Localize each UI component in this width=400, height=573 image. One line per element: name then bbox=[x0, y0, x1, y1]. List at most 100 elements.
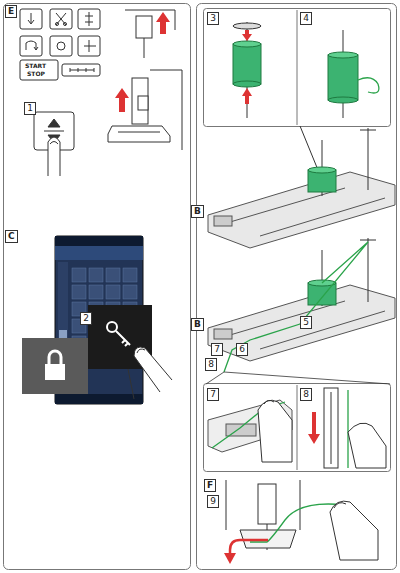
callout-number: 4 bbox=[300, 12, 312, 25]
control-buttons bbox=[78, 36, 100, 56]
screen-tiles bbox=[106, 285, 120, 299]
panel-frame bbox=[4, 4, 397, 570]
panel-letter: F bbox=[204, 479, 216, 492]
down-arrow bbox=[242, 30, 252, 41]
lock-icon bbox=[22, 338, 88, 394]
callout-number: 6 bbox=[236, 343, 248, 356]
needle-up-down-button bbox=[44, 131, 64, 132]
hook-arrow bbox=[230, 540, 268, 556]
presser-foot bbox=[132, 78, 148, 124]
callout-number: 1 bbox=[24, 102, 36, 115]
hand bbox=[264, 400, 274, 404]
button-icons bbox=[57, 42, 65, 50]
control-buttons bbox=[20, 9, 42, 29]
thread bbox=[224, 242, 368, 372]
up-arrow bbox=[115, 12, 170, 112]
thread-spool bbox=[308, 167, 336, 192]
spool-pin bbox=[360, 240, 376, 241]
down-arrow bbox=[308, 412, 320, 444]
down-arrow bbox=[242, 88, 252, 104]
panel-letter: B bbox=[191, 205, 204, 218]
presser-foot bbox=[108, 126, 170, 142]
thread-spool bbox=[328, 55, 358, 100]
hook-arrow-head bbox=[224, 553, 236, 564]
presser-foot bbox=[138, 96, 148, 110]
thread-spool bbox=[328, 52, 358, 58]
callout-number: 8 bbox=[205, 358, 217, 371]
down-arrow bbox=[242, 30, 252, 104]
thread-spool bbox=[233, 41, 261, 47]
key-button bbox=[107, 322, 117, 332]
machine-top bbox=[230, 188, 385, 236]
finger bbox=[48, 137, 60, 176]
hand bbox=[330, 501, 378, 560]
callout-number: 2 bbox=[80, 312, 92, 325]
sub-panel-frame bbox=[297, 385, 298, 470]
screen-tiles bbox=[123, 268, 137, 282]
lock-icon bbox=[45, 364, 65, 380]
down-arrow bbox=[308, 412, 320, 444]
callout-number: 8 bbox=[300, 388, 312, 401]
leader-line bbox=[300, 126, 318, 170]
needle-bar bbox=[136, 16, 152, 38]
button-icons bbox=[56, 13, 66, 25]
spool-pin bbox=[368, 238, 369, 302]
panel-letter: C bbox=[5, 230, 18, 243]
machine-top bbox=[208, 285, 395, 361]
leader-line bbox=[206, 372, 390, 384]
presser-foot bbox=[108, 70, 182, 150]
panel-frame bbox=[4, 4, 191, 570]
control-buttons bbox=[78, 9, 100, 29]
button-icons bbox=[64, 23, 67, 26]
hand bbox=[330, 501, 378, 560]
thread-spool bbox=[328, 97, 358, 103]
button-label: STOP bbox=[27, 71, 45, 77]
control-buttons bbox=[20, 60, 58, 80]
finger bbox=[134, 347, 172, 392]
hand bbox=[258, 400, 386, 468]
machine-top bbox=[208, 172, 395, 248]
needle-up-down-button bbox=[48, 119, 60, 127]
machine-top bbox=[214, 216, 232, 226]
spool-pin bbox=[233, 22, 343, 118]
screen-tiles bbox=[89, 285, 103, 299]
up-arrow bbox=[115, 88, 129, 112]
touch-screen bbox=[55, 246, 143, 260]
sub-panel-frame bbox=[297, 10, 298, 125]
finger bbox=[48, 137, 60, 176]
button-icons bbox=[70, 68, 94, 72]
button-icons bbox=[56, 23, 59, 26]
button-icons bbox=[85, 12, 93, 26]
lock-icon bbox=[22, 338, 88, 394]
leader-line bbox=[206, 372, 224, 384]
screen-tiles bbox=[106, 268, 120, 282]
leader-line bbox=[300, 126, 318, 170]
needle-bar bbox=[258, 484, 276, 524]
control-buttons bbox=[62, 64, 100, 76]
button-icons bbox=[28, 13, 34, 24]
leader-line bbox=[128, 369, 134, 399]
thread bbox=[347, 390, 348, 468]
button-icons bbox=[84, 40, 96, 52]
needle-bar bbox=[226, 480, 300, 530]
needle-bar bbox=[125, 10, 175, 58]
needle-bar bbox=[331, 392, 332, 464]
hand bbox=[258, 400, 292, 462]
control-buttons bbox=[20, 9, 100, 80]
sub-panel-frame bbox=[204, 9, 391, 127]
thread bbox=[358, 78, 379, 93]
machine-top bbox=[208, 285, 395, 361]
button-icons bbox=[26, 12, 96, 72]
touch-screen bbox=[55, 236, 143, 246]
button-icons bbox=[26, 41, 38, 50]
panel-letter: B bbox=[191, 318, 204, 331]
leader-line bbox=[128, 369, 134, 399]
lock-icon bbox=[49, 351, 61, 364]
leader-line bbox=[224, 372, 390, 384]
thread-spool bbox=[308, 167, 336, 173]
machine-top bbox=[214, 329, 232, 339]
finger bbox=[134, 347, 172, 392]
